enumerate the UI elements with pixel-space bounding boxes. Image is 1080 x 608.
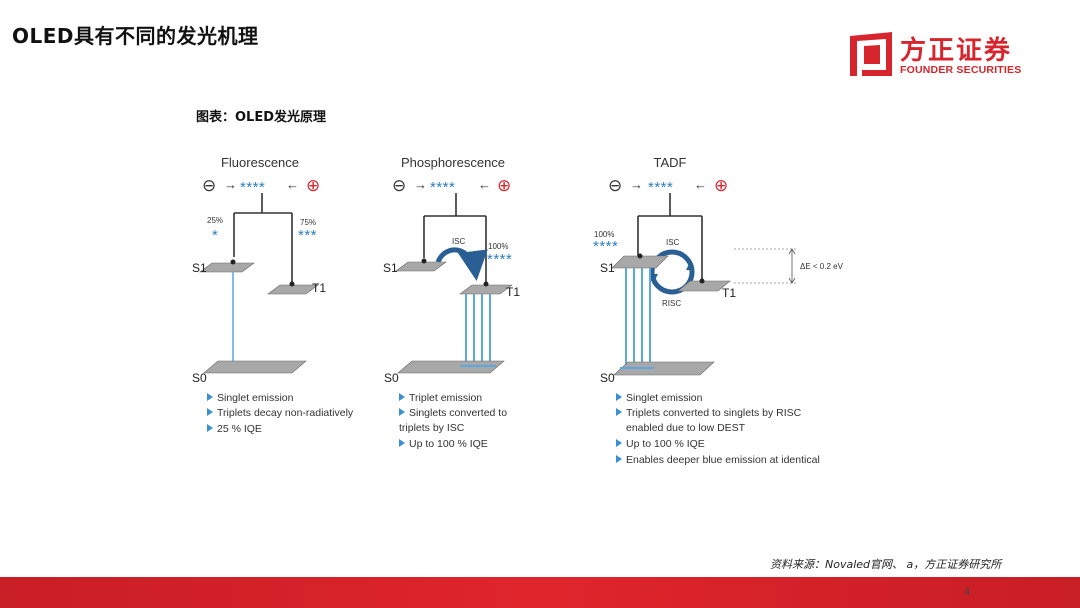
s1-level <box>395 261 447 272</box>
s0-level <box>203 360 307 374</box>
bullet-item: Triplet emission <box>409 392 482 404</box>
t1-label: T1 <box>506 285 520 299</box>
exciton-stars: **** <box>430 179 455 196</box>
triplet-stars: **** <box>487 251 512 268</box>
arrow-right-icon: → <box>630 177 643 192</box>
bullet-list: Triplet emission Singlets converted to t… <box>399 392 507 450</box>
t1-label: T1 <box>722 286 736 300</box>
s1-label: S1 <box>192 261 207 275</box>
isc-label: ISC <box>452 237 466 246</box>
logo-name-en: FOUNDER SECURITIES <box>900 64 1022 76</box>
triplet-stars: *** <box>298 227 317 244</box>
risc-label: RISC <box>662 299 681 308</box>
singlet-percent: 25% <box>207 216 223 225</box>
t1-label: T1 <box>312 281 326 295</box>
t1-level <box>459 284 513 295</box>
triplet-percent: 100% <box>488 242 508 251</box>
logo-name-cn: 方正证券 <box>900 36 1013 66</box>
electron-icon: ⊖ <box>392 176 406 195</box>
singlet-emission-lines <box>625 268 651 368</box>
source-note: 资料来源：Novaled官网、 a，方正证券研究所 <box>770 558 1002 571</box>
isc-risc-cycle <box>649 249 695 295</box>
s1-level <box>611 255 669 269</box>
arrow-left-icon: ← <box>286 177 299 192</box>
panel-title: TADF <box>654 155 687 170</box>
electron-icon: ⊖ <box>608 176 622 195</box>
bullet-item: Singlets converted to <box>409 407 507 419</box>
t1-level <box>267 284 319 295</box>
exciton-stars: **** <box>648 179 673 196</box>
s0-level <box>397 360 505 374</box>
s0-level <box>613 361 715 376</box>
bullet-item: Singlet emission <box>626 392 703 404</box>
arrow-right-icon: → <box>224 177 237 192</box>
triplet-emission-lines <box>465 294 491 366</box>
delta-e-label: ΔE < 0.2 eV <box>800 262 844 271</box>
electron-icon: ⊖ <box>202 176 216 195</box>
bullet-item: Up to 100 % IQE <box>626 438 705 450</box>
panel-tadf: TADF ⊖ → **** ← ⊕ ISC RISC 100% **** S1 … <box>593 155 844 466</box>
bottom-red-bar <box>0 577 1080 608</box>
s1-level <box>199 262 255 273</box>
bullet-list: Singlet emission Triplets converted to s… <box>616 392 820 466</box>
bullet-item: Enables deeper blue emission at identica… <box>626 454 820 466</box>
isc-label: ISC <box>666 238 680 247</box>
bullet-item: 25 % IQE <box>217 423 262 435</box>
isc-arrow <box>435 247 488 281</box>
bullet-list: Singlet emission Triplets decay non-radi… <box>207 392 354 435</box>
t1-level <box>677 280 731 292</box>
triplet-percent: 75% <box>300 218 316 227</box>
bullet-item: enabled due to low DEST <box>626 422 746 434</box>
exciton-stars: **** <box>240 179 265 196</box>
hole-icon: ⊕ <box>497 176 511 195</box>
founder-securities-logo: 方正证券 FOUNDER SECURITIES <box>848 30 1038 80</box>
hole-icon: ⊕ <box>714 176 728 195</box>
page-number: 4 <box>964 586 971 598</box>
s0-label: S0 <box>384 371 399 385</box>
panel-title: Fluorescence <box>221 155 299 170</box>
panel-fluorescence: Fluorescence ⊖ → **** ← ⊕ 25% * 75% *** … <box>192 155 354 435</box>
singlet-stars: * <box>212 227 218 244</box>
singlet-stars: **** <box>593 238 618 255</box>
bullet-item: Up to 100 % IQE <box>409 438 488 450</box>
arrow-left-icon: ← <box>694 177 707 192</box>
s1-label: S1 <box>600 261 615 275</box>
singlet-percent: 100% <box>594 230 614 239</box>
arrow-right-icon: → <box>414 177 427 192</box>
slide-title: OLED具有不同的发光机理 <box>12 24 259 48</box>
s1-label: S1 <box>383 261 398 275</box>
bullet-item: Triplets converted to singlets by RISC <box>626 407 802 419</box>
bullet-item: Triplets decay non-radiatively <box>217 407 354 419</box>
figure-caption: 图表：OLED发光原理 <box>196 110 327 125</box>
s0-label: S0 <box>192 371 207 385</box>
bullet-item: Singlet emission <box>217 392 294 404</box>
arrow-left-icon: ← <box>478 177 491 192</box>
bullet-item: triplets by ISC <box>399 422 465 434</box>
s0-label: S0 <box>600 371 615 385</box>
logo-mark-icon <box>850 32 892 76</box>
panel-title: Phosphorescence <box>401 155 505 170</box>
hole-icon: ⊕ <box>306 176 320 195</box>
panel-phosphorescence: Phosphorescence ⊖ → **** ← ⊕ ISC 100% **… <box>383 155 520 450</box>
delta-e-indicator: ΔE < 0.2 eV <box>734 248 844 284</box>
